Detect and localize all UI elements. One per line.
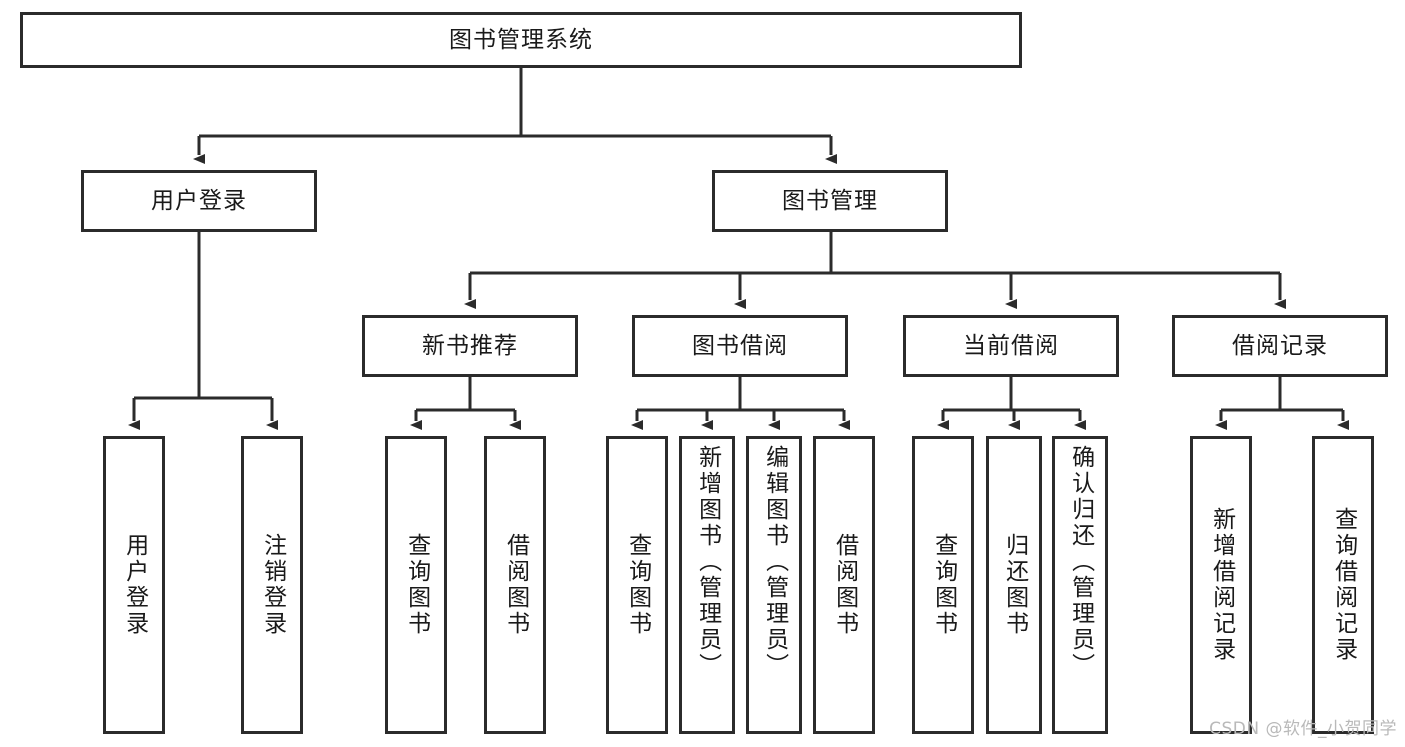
node-book-management[interactable]: 图书管理 [712,170,948,232]
leaf-edit-book-admin[interactable]: 编辑图书（管理员） [746,436,802,734]
leaf-confirm-return-admin[interactable]: 确认归还（管理员） [1052,436,1108,734]
node-current-borrow-label: 当前借阅 [963,332,1059,359]
leaf-add-borrow-record[interactable]: 新增借阅记录 [1190,436,1252,734]
leaf-query-book-current[interactable]: 查询图书 [912,436,974,734]
leaf-edit-book-admin-label: 编辑图书（管理员） [761,445,788,679]
leaf-borrow-book-recommend-label: 借阅图书 [502,533,529,637]
node-user-login-label: 用户登录 [151,187,247,214]
node-current-borrow[interactable]: 当前借阅 [903,315,1119,377]
leaf-user-login[interactable]: 用户登录 [103,436,165,734]
node-borrow-record-label: 借阅记录 [1232,332,1328,359]
node-new-book-recommend[interactable]: 新书推荐 [362,315,578,377]
node-book-borrow-label: 图书借阅 [692,332,788,359]
leaf-borrow-book-label: 借阅图书 [831,533,858,637]
leaf-query-borrow-record-label: 查询借阅记录 [1330,507,1357,663]
leaf-borrow-book[interactable]: 借阅图书 [813,436,875,734]
leaf-query-book-recommend[interactable]: 查询图书 [385,436,447,734]
leaf-query-book-recommend-label: 查询图书 [403,533,430,637]
leaf-add-book-admin-label: 新增图书（管理员） [694,445,721,679]
node-root-label: 图书管理系统 [449,26,593,53]
leaf-logout-label: 注销登录 [259,533,286,637]
leaf-add-borrow-record-label: 新增借阅记录 [1208,507,1235,663]
node-book-borrow[interactable]: 图书借阅 [632,315,848,377]
leaf-add-book-admin[interactable]: 新增图书（管理员） [679,436,735,734]
node-user-login[interactable]: 用户登录 [81,170,317,232]
leaf-query-book-borrow-label: 查询图书 [624,533,651,637]
node-book-management-label: 图书管理 [782,187,878,214]
node-borrow-record[interactable]: 借阅记录 [1172,315,1388,377]
node-new-book-recommend-label: 新书推荐 [422,332,518,359]
leaf-query-book-current-label: 查询图书 [930,533,957,637]
leaf-confirm-return-admin-label: 确认归还（管理员） [1067,445,1094,679]
leaf-user-login-label: 用户登录 [121,533,148,637]
leaf-query-book-borrow[interactable]: 查询图书 [606,436,668,734]
node-root[interactable]: 图书管理系统 [20,12,1022,68]
leaf-logout[interactable]: 注销登录 [241,436,303,734]
leaf-return-book[interactable]: 归还图书 [986,436,1042,734]
leaf-return-book-label: 归还图书 [1001,533,1028,637]
leaf-query-borrow-record[interactable]: 查询借阅记录 [1312,436,1374,734]
leaf-borrow-book-recommend[interactable]: 借阅图书 [484,436,546,734]
